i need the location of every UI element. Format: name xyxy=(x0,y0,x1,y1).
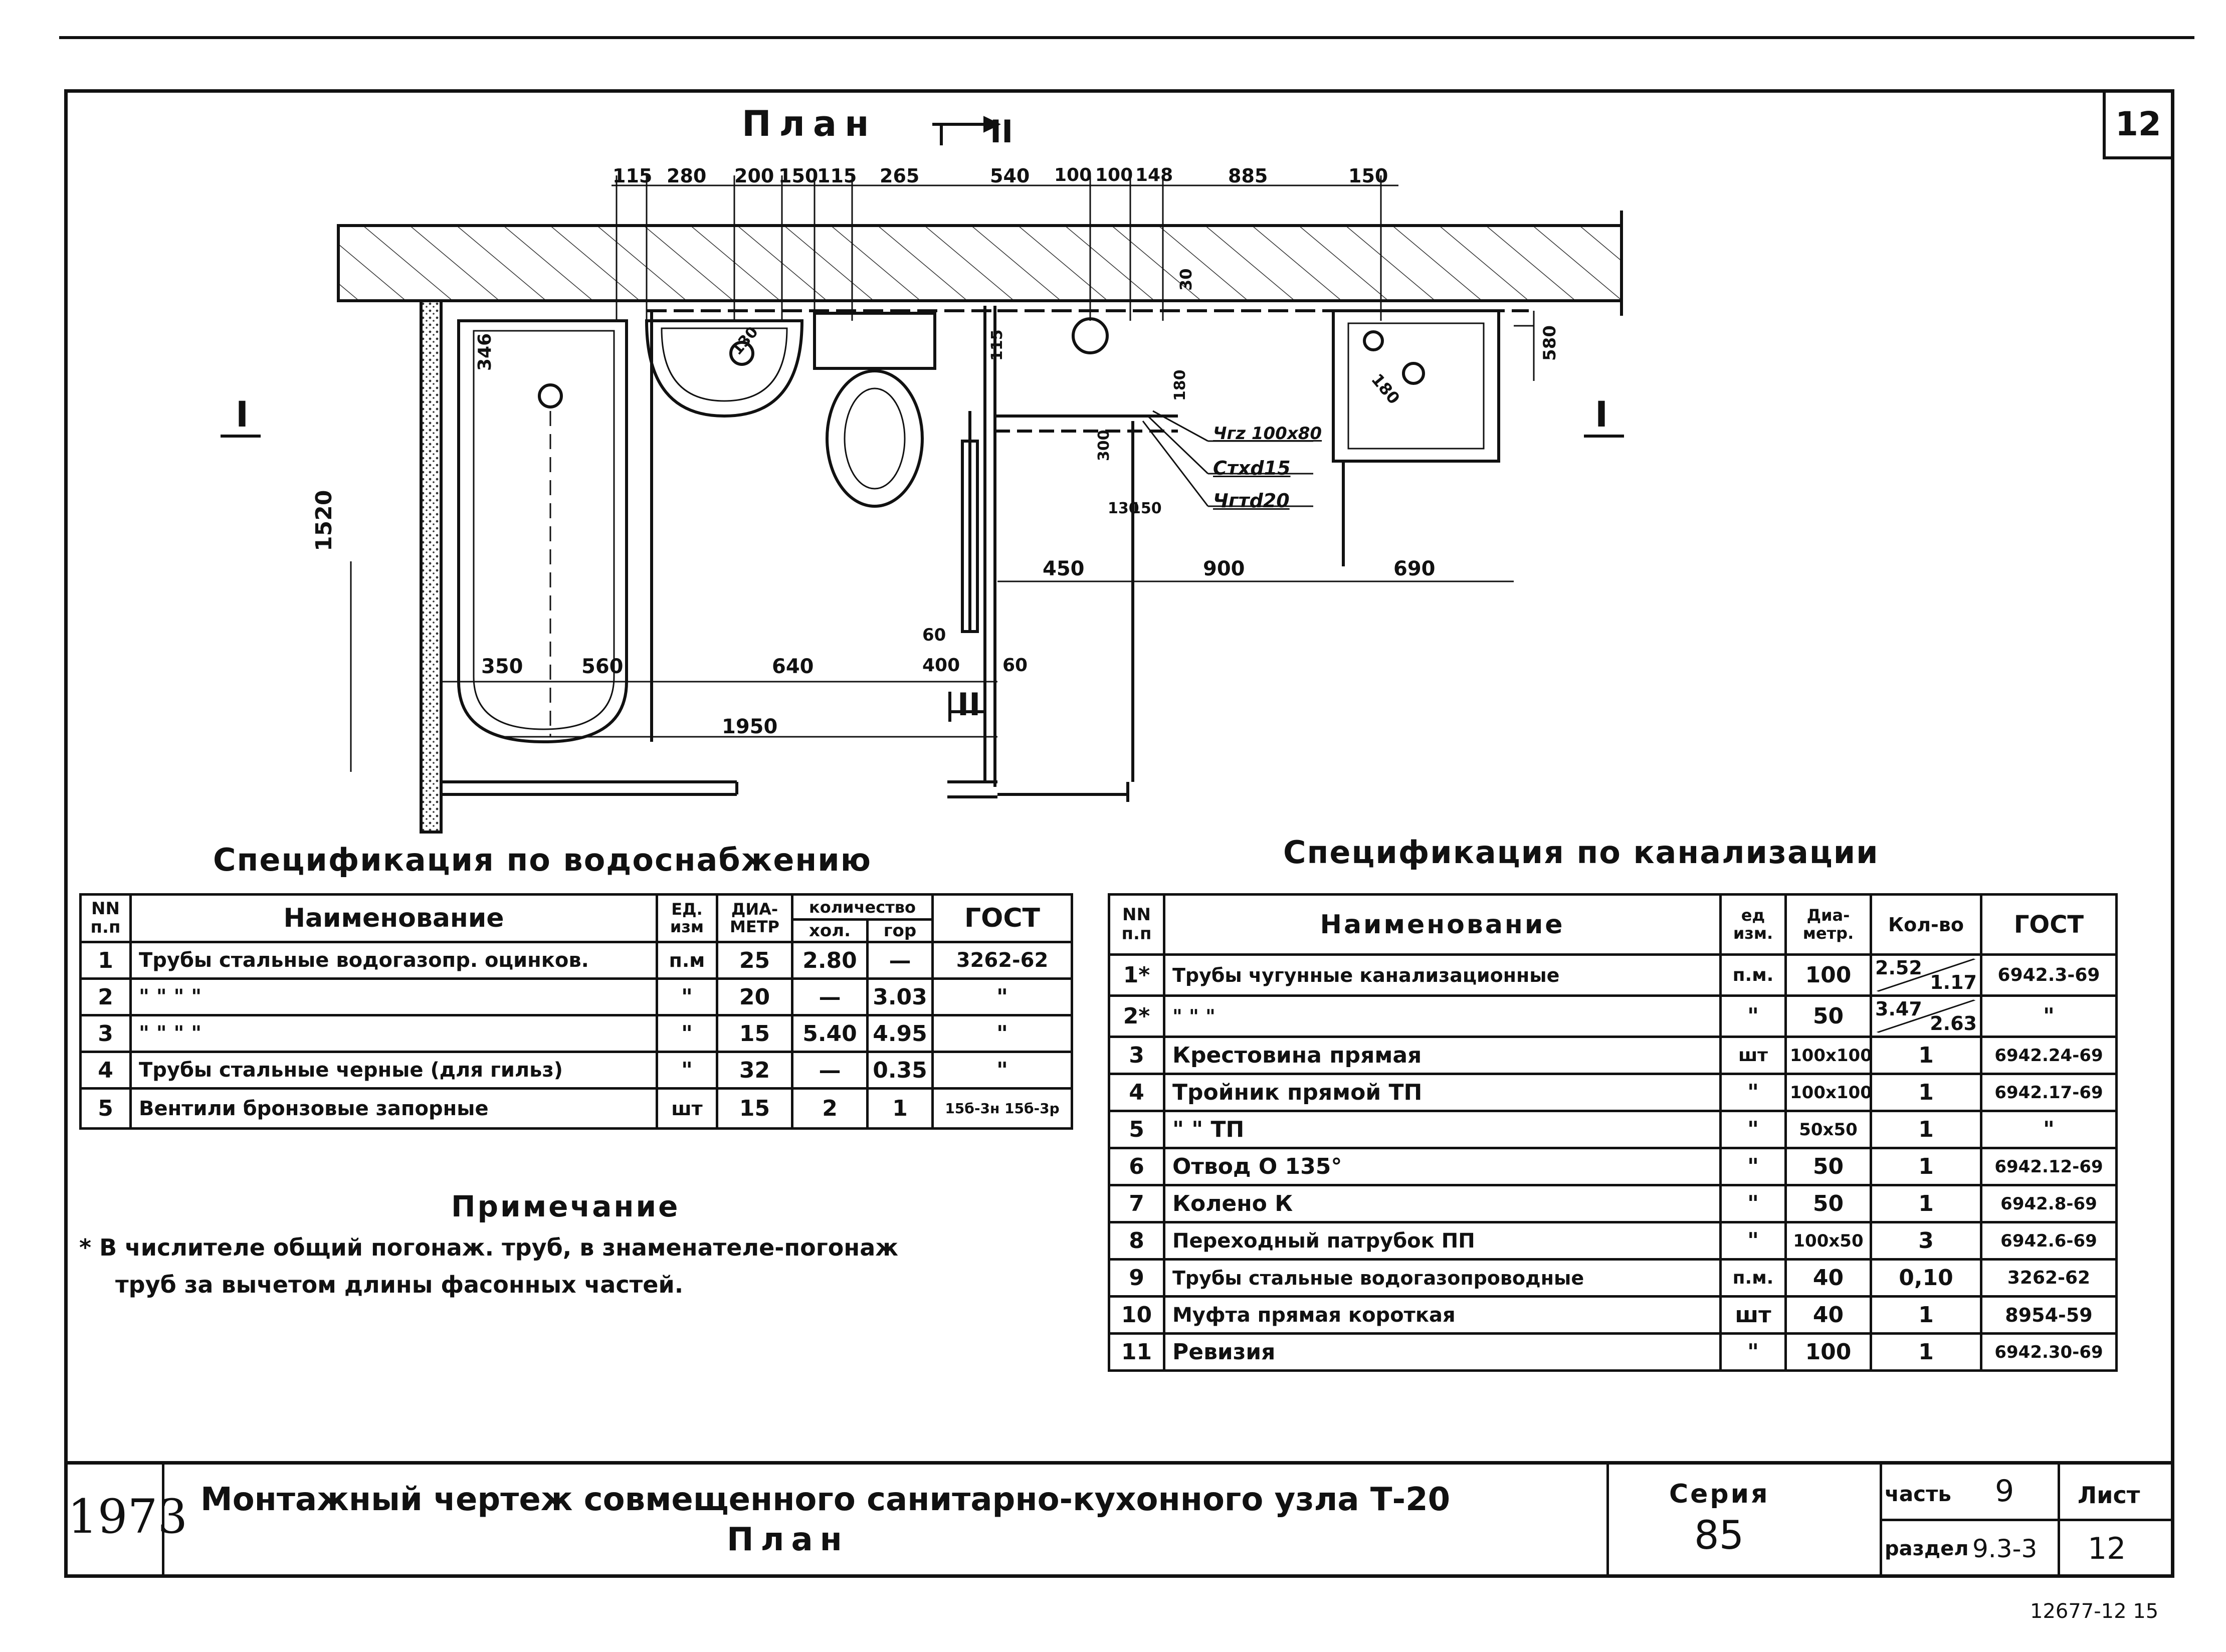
water-row: 3 " " " " " 15 5.40 4.95 " xyxy=(79,1014,1074,1053)
section-mark-left: I xyxy=(236,394,249,435)
dim-30: 30 xyxy=(1176,268,1195,291)
plan-drawing xyxy=(221,116,1624,834)
water-col-unit: ЕД. изм xyxy=(656,893,718,943)
water-col-hot: гор xyxy=(866,918,934,943)
water-row: 1 Трубы стальные водогазопр. оцинков. п.… xyxy=(79,941,1074,980)
title-block xyxy=(64,1461,2174,1578)
dim-150c: 150 xyxy=(1130,500,1162,517)
sewer-row: 3 Крестовина прямая шт 100х100 1 6942.24… xyxy=(1108,1036,2118,1075)
pipe-label-1: Чгz 100х80 xyxy=(1213,424,1322,444)
dim-900: 900 xyxy=(1203,557,1245,580)
pipe-label-3: Чгтd20 xyxy=(1213,490,1290,512)
sewer-row: 8 Переходный патрубок ПП " 100х50 3 6942… xyxy=(1108,1221,2118,1261)
section-mark-bottom: II xyxy=(957,686,981,723)
dim-180: 180 xyxy=(1171,369,1189,401)
part-value: 9 xyxy=(1995,1474,2014,1509)
sewer-col-num: NN п.п xyxy=(1108,893,1165,956)
dim-265: 265 xyxy=(880,165,920,187)
sewer-col-diam: Диа- метр. xyxy=(1784,893,1872,956)
dim-350: 350 xyxy=(481,655,523,678)
sewer-qty-fraction: 3.47 2.63 xyxy=(1870,994,1982,1038)
note-title: Примечание xyxy=(451,1189,680,1223)
sheet-frame xyxy=(64,89,2174,1578)
dim-115c: 115 xyxy=(988,329,1006,361)
dim-100b: 100 xyxy=(1095,165,1133,185)
dim-450: 450 xyxy=(1043,557,1085,580)
dim-580: 580 xyxy=(1540,325,1560,361)
dim-280: 280 xyxy=(667,165,707,187)
water-col-gost: ГОСТ xyxy=(931,893,1074,943)
footer-code: 12677-12 15 xyxy=(2030,1600,2159,1623)
dim-200: 200 xyxy=(734,165,774,187)
year-cell xyxy=(64,1461,164,1578)
dim-115b: 115 xyxy=(817,165,857,187)
plan-title: План xyxy=(742,103,877,144)
note-line-2: труб за вычетом длины фасонных частей. xyxy=(115,1271,684,1298)
section-mark-right: I xyxy=(1595,394,1608,435)
section-value: 9.3-3 xyxy=(1972,1534,2038,1563)
water-col-cold: хол. xyxy=(791,918,869,943)
sewer-col-qty: Кол-во xyxy=(1870,893,1982,956)
sewer-row: 10 Муфта прямая короткая шт 40 1 8954-59 xyxy=(1108,1295,2118,1335)
dim-400: 400 xyxy=(922,655,960,676)
dim-60b: 60 xyxy=(1002,655,1028,676)
sewer-row: 2* " " " " 50 3.47 2.63 " xyxy=(1108,994,2118,1038)
title-line-1: Монтажный чертеж совмещенного санитарно-… xyxy=(200,1481,1451,1518)
note-line-1: * В числителе общий погонаж. труб, в зна… xyxy=(79,1234,899,1261)
dim-640: 640 xyxy=(772,655,814,678)
dim-60a: 60 xyxy=(922,625,946,645)
water-row: 4 Трубы стальные черные (для гильз) " 32… xyxy=(79,1051,1074,1090)
sewer-col-gost: ГОСТ xyxy=(1980,893,2118,956)
dim-115: 115 xyxy=(613,165,653,187)
title-line-2: План xyxy=(727,1521,849,1558)
water-col-name: Наименование xyxy=(129,893,658,943)
sheet-value: 12 xyxy=(2088,1531,2126,1566)
water-col-qty: количество xyxy=(790,893,934,921)
sewer-row: 9 Трубы стальные водогазопроводные п.м. … xyxy=(1108,1258,2118,1298)
sheet-number: 12 xyxy=(2115,105,2161,143)
sewer-col-name: Наименование xyxy=(1163,893,1722,956)
series-value: 85 xyxy=(1694,1513,1744,1558)
sewer-row: 1* Трубы чугунные канализационные п.м. 1… xyxy=(1108,953,2118,997)
water-col-diam: ДИА- МЕТР xyxy=(716,893,793,943)
sheet-number-box xyxy=(2103,91,2172,159)
dim-300: 300 xyxy=(1095,430,1113,461)
dim-100a: 100 xyxy=(1054,165,1092,185)
dim-1520: 1520 xyxy=(311,490,337,551)
section-label: раздел xyxy=(1885,1537,1969,1560)
sewer-spec-table: NN п.п Наименование ед изм. Диа- метр. К… xyxy=(1108,893,2118,1372)
dim-560: 560 xyxy=(581,655,624,678)
water-spec-table: NN п.п Наименование ЕД. изм ДИА- МЕТР ко… xyxy=(79,893,1074,1130)
dim-150b: 150 xyxy=(1348,165,1388,187)
water-row: 2 " " " " " 20 — 3.03 " xyxy=(79,977,1074,1016)
dim-148: 148 xyxy=(1135,165,1173,185)
sewer-spec-title: Спецификация по канализации xyxy=(1283,834,1879,871)
dim-540: 540 xyxy=(990,165,1030,187)
series-cell xyxy=(1606,1461,1882,1578)
sewer-qty-fraction: 2.52 1.17 xyxy=(1870,953,1982,997)
dim-150: 150 xyxy=(778,165,819,187)
sewer-col-unit: ед изм. xyxy=(1719,893,1787,956)
dim-690: 690 xyxy=(1393,557,1436,580)
water-spec-title: Спецификация по водоснабжению xyxy=(213,842,872,878)
dim-885: 885 xyxy=(1228,165,1268,187)
dim-130: 130 xyxy=(1108,500,1139,517)
series-label: Серия xyxy=(1669,1479,1770,1509)
top-rule xyxy=(59,36,2194,39)
pipe-label-2: Стхd15 xyxy=(1213,457,1291,479)
sewer-row: 6 Отвод О 135° " 50 1 6942.12-69 xyxy=(1108,1147,2118,1186)
sheet-cell-divider xyxy=(2058,1519,2174,1521)
sewer-row: 5 " " ТП " 50х50 1 " xyxy=(1108,1110,2118,1149)
sewer-row: 4 Тройник прямой ТП " 100х100 1 6942.17-… xyxy=(1108,1073,2118,1112)
dim-346: 346 xyxy=(475,333,495,371)
water-col-num: NN п.п xyxy=(79,893,132,943)
part-label: часть xyxy=(1885,1482,1951,1506)
sewer-row: 7 Колено К " 50 1 6942.8-69 xyxy=(1108,1184,2118,1223)
sewer-row: 11 Ревизия " 100 1 6942.30-69 xyxy=(1108,1332,2118,1372)
water-row: 5 Вентили бронзовые запорные шт 15 2 1 1… xyxy=(79,1087,1074,1130)
dim-1950: 1950 xyxy=(722,715,778,738)
sheet-label: Лист xyxy=(2078,1482,2140,1509)
year: 1973 xyxy=(68,1490,188,1544)
